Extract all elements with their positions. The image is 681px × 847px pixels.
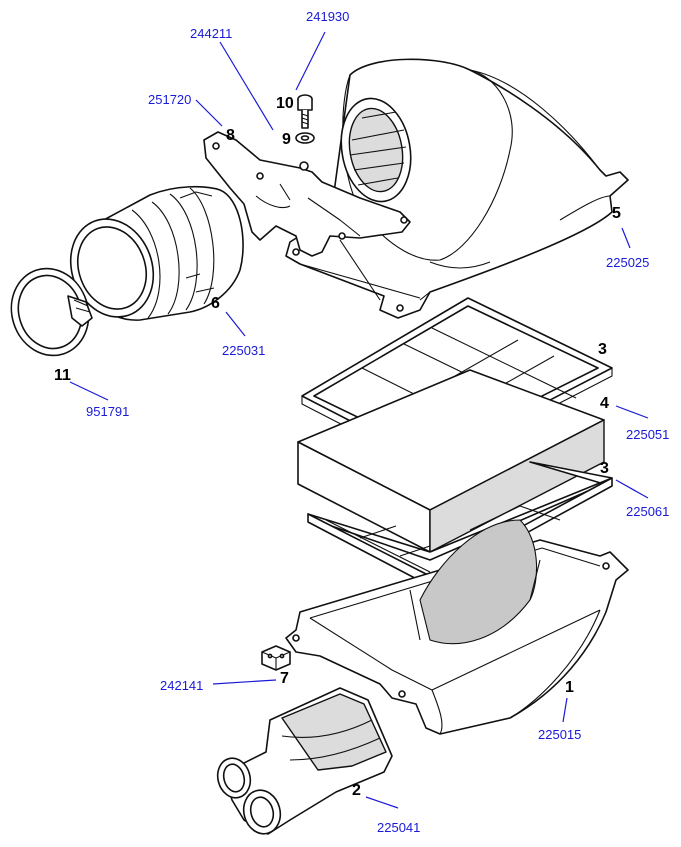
part-code-225025: 225025 xyxy=(606,255,650,270)
part-number-9: 9 xyxy=(282,131,291,148)
part-code-951791: 951791 xyxy=(86,404,130,419)
part-code-244211: 244211 xyxy=(190,26,233,41)
leader-951791 xyxy=(69,381,109,401)
leader-225015 xyxy=(562,697,568,723)
intake-hose xyxy=(69,185,244,321)
leader-251720 xyxy=(195,99,223,127)
part-code-241930: 241930 xyxy=(306,9,350,24)
part-number-7: 7 xyxy=(280,670,289,687)
leader-225041 xyxy=(365,796,399,809)
leader-244211 xyxy=(219,41,274,131)
twin-inlet-duct xyxy=(216,687,393,835)
part-code-225015: 225015 xyxy=(538,727,582,742)
part-number-6: 6 xyxy=(211,295,220,312)
part-number-5: 5 xyxy=(612,205,621,222)
part-number-11: 11 xyxy=(54,367,71,384)
leader-225025 xyxy=(621,227,631,249)
part-code-251720: 251720 xyxy=(148,92,192,107)
hose-clamp xyxy=(10,267,93,357)
leader-241930 xyxy=(295,31,326,91)
air-box-cover xyxy=(285,58,629,319)
leader-225051 xyxy=(615,405,649,419)
part-number-3-upper: 3 xyxy=(598,341,607,358)
part-code-225061: 225061 xyxy=(626,504,670,519)
part-number-2: 2 xyxy=(352,782,361,799)
part-number-4: 4 xyxy=(600,395,609,412)
washer xyxy=(295,132,315,144)
part-number-10: 10 xyxy=(276,95,294,112)
part-number-1: 1 xyxy=(565,679,574,696)
clip xyxy=(261,645,291,671)
leader-242141 xyxy=(212,679,277,685)
mounting-bracket xyxy=(203,131,411,257)
filter-element xyxy=(297,369,605,553)
leader-225031 xyxy=(225,311,246,337)
part-number-3-lower: 3 xyxy=(600,460,609,477)
part-number-8: 8 xyxy=(226,127,235,144)
part-code-225051: 225051 xyxy=(626,427,670,442)
part-code-225041: 225041 xyxy=(377,820,421,835)
part-code-225031: 225031 xyxy=(222,343,266,358)
air-box-housing xyxy=(285,519,629,735)
leader-225061 xyxy=(615,479,649,499)
part-code-242141: 242141 xyxy=(160,678,204,693)
leader-lines xyxy=(69,31,649,809)
bolt xyxy=(297,94,313,129)
